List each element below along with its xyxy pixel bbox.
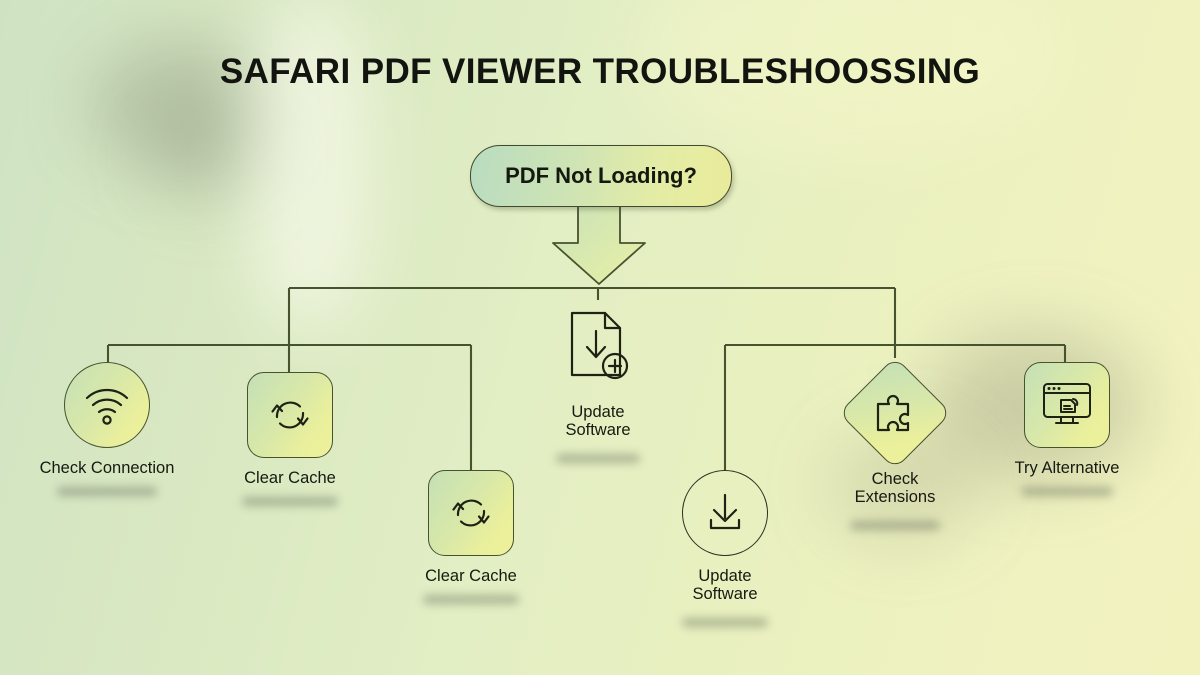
node-update-software-1[interactable]: Update Software <box>513 300 683 463</box>
wifi-icon <box>85 388 129 425</box>
update-software-2-shape <box>671 459 779 567</box>
node-clear-cache-2[interactable]: Clear Cache <box>386 470 556 605</box>
root-node[interactable]: PDF Not Loading? <box>470 145 732 207</box>
check-extensions-placeholder <box>850 520 940 530</box>
clear-cache-2-label: Clear Cache <box>425 567 517 585</box>
puzzle-piece-icon <box>876 394 910 432</box>
update-software-1-placeholder <box>556 453 640 463</box>
try-alternative-shape <box>1024 362 1110 448</box>
clear-cache-1-label: Clear Cache <box>244 469 336 487</box>
update-software-2-label: Update Software <box>692 567 758 604</box>
node-check-extensions[interactable]: Check Extensions <box>810 356 980 530</box>
node-update-software-2[interactable]: Update Software <box>640 459 810 627</box>
try-alternative-placeholder <box>1021 487 1113 497</box>
check-extensions-label: Check Extensions <box>854 470 936 507</box>
node-clear-cache-1[interactable]: Clear Cache <box>205 372 375 507</box>
node-check-connection[interactable]: Check Connection <box>22 362 192 497</box>
update-software-1-label: Update Software <box>565 403 631 440</box>
refresh-cycle-icon <box>452 499 490 527</box>
check-extensions-shape <box>838 356 952 470</box>
clear-cache-2-placeholder <box>423 595 519 605</box>
refresh-cycle-icon <box>271 401 309 429</box>
check-connection-shape <box>64 362 150 448</box>
update-software-2-placeholder <box>682 617 768 627</box>
clear-cache-2-shape <box>428 470 514 556</box>
check-connection-placeholder <box>57 487 157 497</box>
clear-cache-1-shape <box>247 372 333 458</box>
document-download-plus-icon <box>570 311 629 380</box>
download-tray-icon <box>709 493 741 530</box>
page-title: SAFARI PDF VIEWER TROUBLESHOOSSING <box>219 52 981 91</box>
update-software-1-shape <box>552 300 644 392</box>
try-alternative-label: Try Alternative <box>1014 459 1120 477</box>
node-try-alternative[interactable]: Try Alternative <box>982 362 1152 497</box>
root-node-label: PDF Not Loading? <box>505 163 697 188</box>
check-connection-label: Check Connection <box>39 459 175 477</box>
down-arrow-icon <box>552 204 646 285</box>
clear-cache-1-placeholder <box>242 497 338 507</box>
monitor-document-icon <box>1043 383 1091 424</box>
